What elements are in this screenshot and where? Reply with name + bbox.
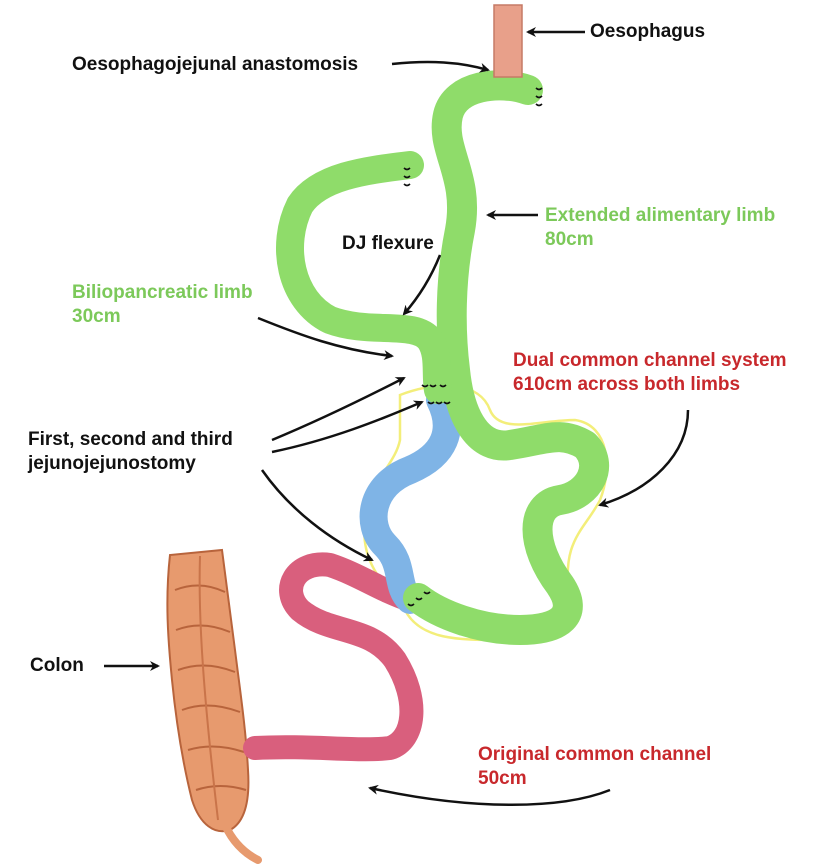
- label-biliopancreatic-limb: Biliopancreatic limb 30cm: [72, 281, 253, 329]
- label-jejunojejunostomy-line1: First, second and third: [28, 428, 233, 452]
- oesophagus-tube: [494, 5, 522, 77]
- blue-common-limb: [374, 400, 447, 600]
- label-dj-flexure: DJ flexure: [342, 232, 434, 256]
- arrow-dj-flexure: [404, 255, 440, 314]
- label-original-common-channel: Original common channel 50cm: [478, 743, 711, 791]
- label-oesophagus: Oesophagus: [590, 20, 705, 44]
- arrow-jj-3: [262, 470, 372, 560]
- label-colon: Colon: [30, 654, 84, 678]
- arrow-jj-1: [272, 378, 404, 440]
- label-extended-alimentary-limb: Extended alimentary limb 80cm: [545, 204, 775, 252]
- label-original-common-channel-length: 50cm: [478, 767, 711, 791]
- arrow-dual-system: [600, 410, 688, 505]
- label-biliopancreatic-limb-length: 30cm: [72, 305, 253, 329]
- label-biliopancreatic-limb-name: Biliopancreatic limb: [72, 281, 253, 305]
- appendix: [225, 825, 258, 860]
- label-dual-common-channel-name: Dual common channel system: [513, 349, 786, 373]
- colon-illustration: [167, 550, 258, 860]
- label-dual-common-channel-length: 610cm across both limbs: [513, 373, 786, 397]
- label-jejunojejunostomy: First, second and third jejunojejunostom…: [28, 428, 233, 476]
- colon-body: [167, 550, 248, 831]
- label-dual-common-channel-system: Dual common channel system 610cm across …: [513, 349, 786, 397]
- label-extended-alimentary-limb-length: 80cm: [545, 228, 775, 252]
- arrow-oesophagojejunal: [392, 62, 488, 70]
- label-original-common-channel-name: Original common channel: [478, 743, 711, 767]
- label-jejunojejunostomy-line2: jejunojejunostomy: [28, 452, 233, 476]
- original-common-channel: [255, 564, 411, 749]
- label-extended-alimentary-limb-name: Extended alimentary limb: [545, 204, 775, 228]
- label-oesophagojejunal-anastomosis: Oesophagojejunal anastomosis: [72, 53, 358, 77]
- biliopancreatic-limb: [290, 165, 438, 390]
